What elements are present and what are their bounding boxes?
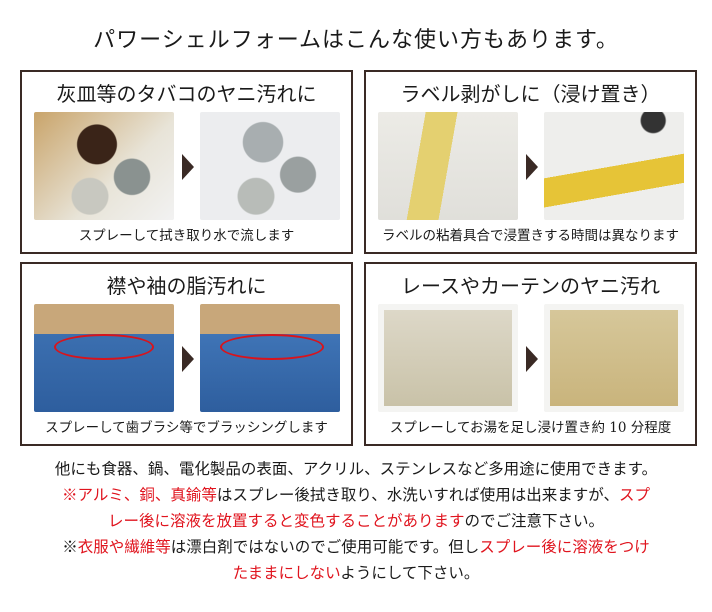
usage-notes: 他にも食器、鍋、電化製品の表面、アクリル、ステンレスなど多用途に使用できます。 … [0, 456, 712, 586]
panel-title: レースやカーテンのヤニ汚れ [401, 274, 660, 298]
before-photo [378, 304, 518, 412]
panel-caption: スプレーして拭き取り水で流します [78, 228, 295, 244]
after-photo [544, 112, 684, 220]
before-photo [34, 112, 174, 220]
panel-caption: スプレーして歯ブラシ等でブラッシングします [45, 420, 328, 436]
warning-text: レー後に溶液を放置すると変色することがあります [107, 512, 465, 530]
note-line: ※衣服や繊維等は漂白剤ではないのでご使用可能です。但しスプレー後に溶液をつけ [0, 534, 712, 560]
panel-label-removal: ラベル剥がしに（浸け置き） ラベルの粘着具合で浸置きする時間は異なります [364, 70, 697, 254]
note-line: たままにしないようにして下さい。 [0, 560, 712, 586]
after-photo [544, 304, 684, 412]
page-title: パワーシェルフォームはこんな使い方もあります。 [93, 28, 619, 53]
panel-title: 灰皿等のタバコのヤニ汚れに [56, 82, 317, 106]
panel-caption: ラベルの粘着具合で浸置きする時間は異なります [382, 228, 679, 244]
warning-text: スプ [618, 486, 650, 504]
warning-text: ※アルミ、銅、真鍮等 [62, 486, 217, 504]
note-line: レー後に溶液を放置すると変色することがありますのでご注意下さい。 [0, 508, 712, 534]
panel-title: 襟や袖の脂汚れに [106, 274, 267, 298]
panel-collar: 襟や袖の脂汚れに スプレーして歯ブラシ等でブラッシングします [20, 262, 353, 446]
note-line: ※アルミ、銅、真鍮等はスプレー後拭き取り、水洗いすれば使用は出来ますが、スプ [0, 482, 712, 508]
note-text: はスプレー後拭き取り、水洗いすれば使用は出来ますが、 [216, 486, 619, 504]
warning-text: たままにしない [232, 564, 341, 582]
before-photo [378, 112, 518, 220]
panel-title: ラベル剥がしに（浸け置き） [400, 82, 661, 106]
before-photo [34, 304, 174, 412]
arrow-icon [182, 346, 194, 372]
panel-curtain: レースやカーテンのヤニ汚れ スプレーしてお湯を足し浸け置き約 10 分程度 [364, 262, 697, 446]
note-text: ※ [62, 538, 78, 556]
note-line: 他にも食器、鍋、電化製品の表面、アクリル、ステンレスなど多用途に使用できます。 [54, 460, 658, 478]
note-text: ようにして下さい。 [340, 564, 480, 582]
note-text: は漂白剤ではないのでご使用可能です。但し [170, 538, 480, 556]
warning-text: 衣服や繊維等 [77, 538, 171, 556]
arrow-icon [526, 154, 538, 180]
warning-text: スプレー後に溶液をつけ [479, 538, 650, 556]
panel-caption: スプレーしてお湯を足し浸け置き約 10 分程度 [389, 420, 672, 436]
after-photo [200, 304, 340, 412]
arrow-icon [526, 346, 538, 372]
after-photo [200, 112, 340, 220]
arrow-icon [182, 154, 194, 180]
note-text: のでご注意下さい。 [464, 512, 605, 530]
panel-ashtray: 灰皿等のタバコのヤニ汚れに スプレーして拭き取り水で流します [20, 70, 353, 254]
